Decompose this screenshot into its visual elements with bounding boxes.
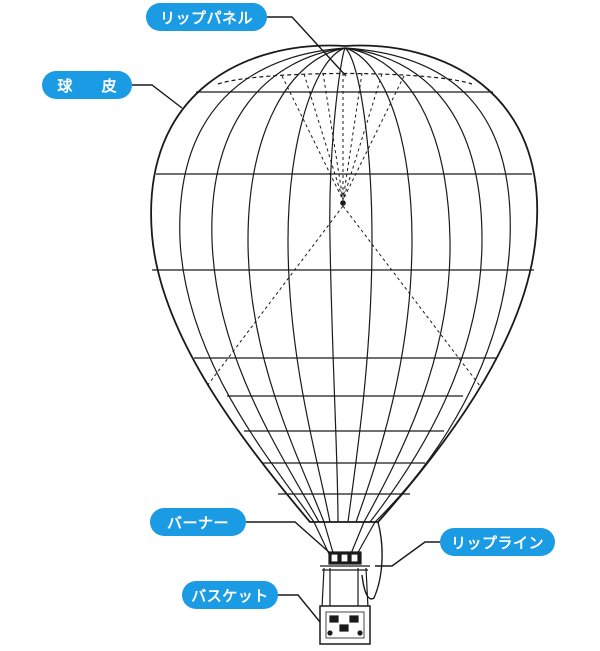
leader-lines xyxy=(132,16,440,623)
rip-panel-cords xyxy=(206,72,481,387)
rip-line-label: リップライン xyxy=(440,528,555,556)
rip-panel-outline xyxy=(217,72,473,85)
load-cables xyxy=(313,521,376,557)
envelope-outline xyxy=(150,44,539,523)
leader-envelope xyxy=(132,84,183,109)
envelope-label: 球 皮 xyxy=(42,71,132,99)
leader-burner xyxy=(246,521,331,554)
burner-label: バーナー xyxy=(150,508,246,536)
basket-ropes xyxy=(321,567,369,609)
leader-basket xyxy=(278,594,321,623)
basket-label: バスケット xyxy=(182,581,278,609)
rip-panel-center xyxy=(340,200,346,206)
balloon xyxy=(150,44,539,645)
rip-line-loop xyxy=(361,521,383,600)
rip-panel-label: リップパネル xyxy=(146,3,267,31)
basket xyxy=(319,605,371,645)
leader-rip-panel xyxy=(267,16,347,77)
burner xyxy=(320,551,370,571)
leader-rip-line xyxy=(375,541,440,567)
envelope-gores xyxy=(179,47,511,523)
envelope-bands xyxy=(152,91,534,495)
